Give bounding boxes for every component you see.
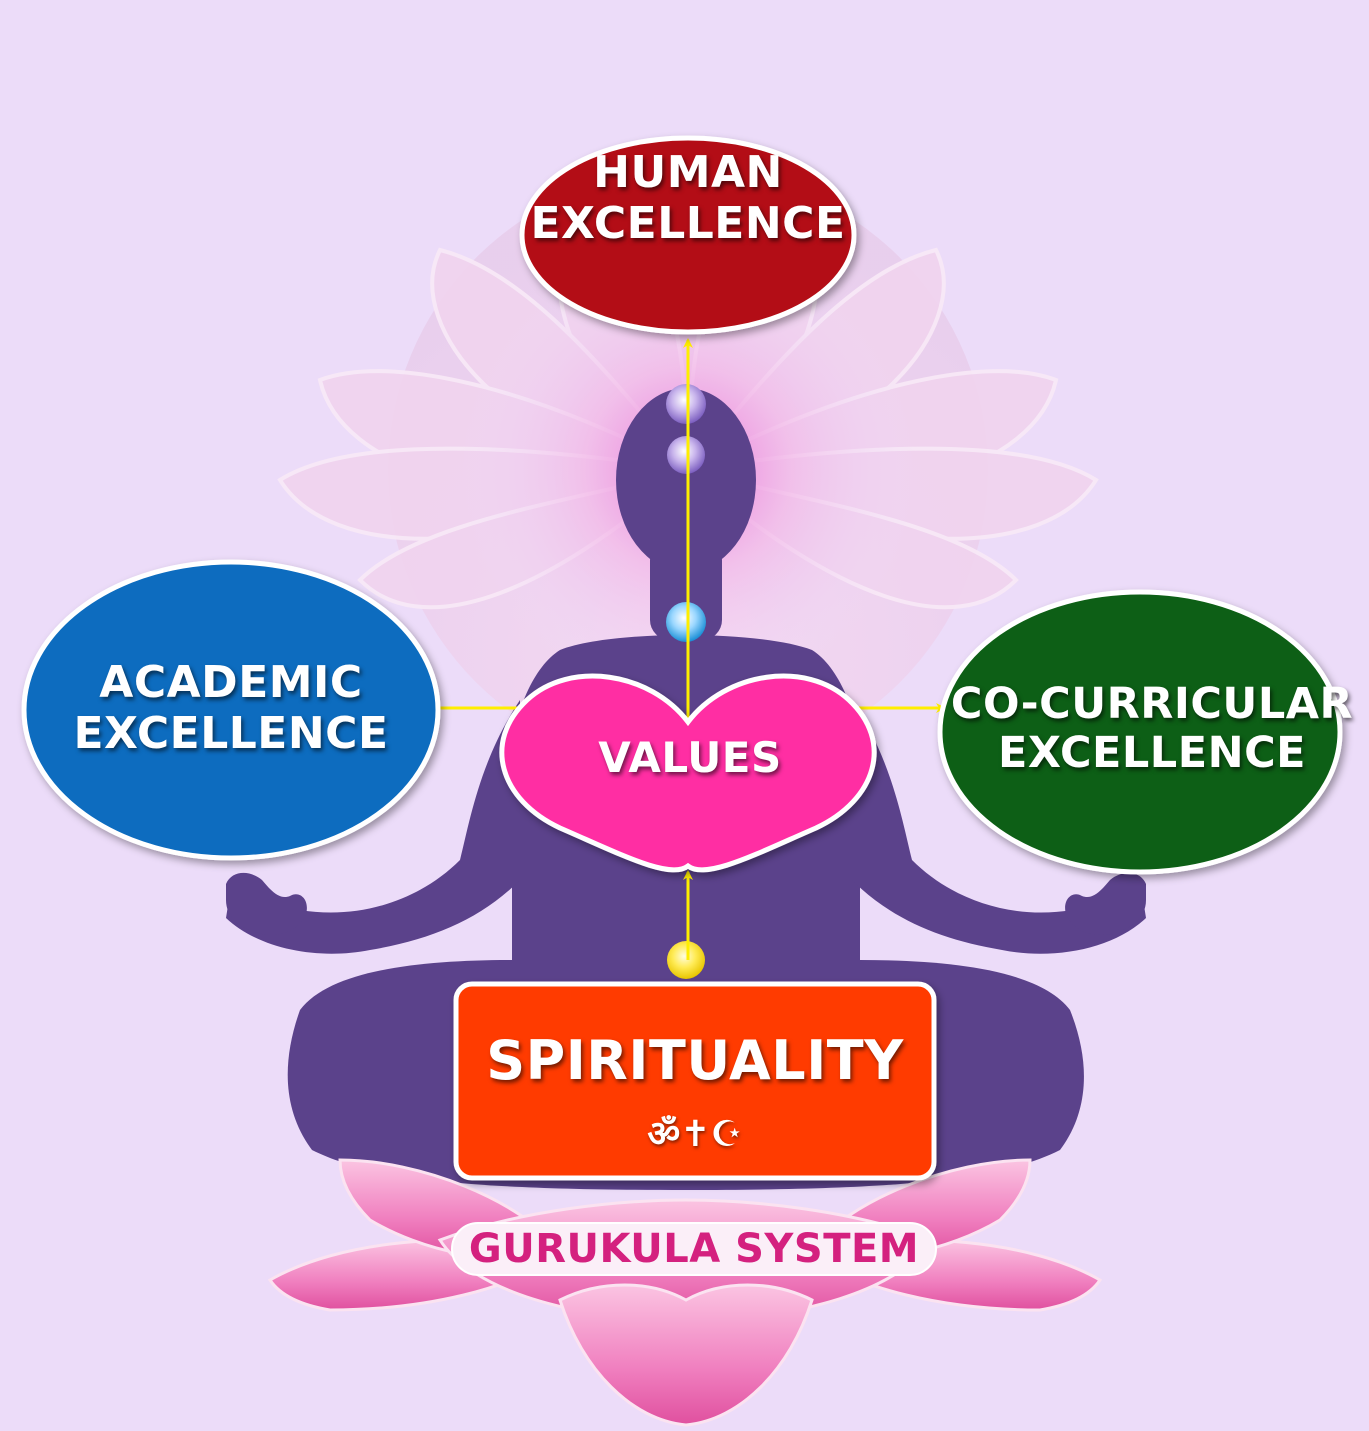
- academic-excellence-oval: [21, 559, 441, 861]
- co-curricular-excellence-line-1: CO-CURRICULAR: [950, 679, 1354, 729]
- solar-chakra-dot: [667, 941, 705, 979]
- academic-excellence-line-2: EXCELLENCE: [73, 707, 389, 759]
- human-excellence-line-2: EXCELLENCE: [530, 197, 846, 249]
- spirituality-box: [453, 981, 937, 1181]
- values-heart: [499, 673, 877, 873]
- human-excellence-label: HUMAN EXCELLENCE: [520, 147, 856, 249]
- human-excellence-line-1: HUMAN: [593, 147, 783, 198]
- human-excellence-oval: [519, 135, 857, 335]
- lotus-seat: [267, 1158, 1103, 1427]
- religious-symbols: ॐ✝☪: [647, 1114, 743, 1155]
- third-eye-chakra-dot: [667, 436, 705, 474]
- co-curricular-excellence-label: CO-CURRICULAR EXCELLENCE: [936, 679, 1368, 779]
- spirituality-label: SPIRITUALITY: [486, 1029, 904, 1092]
- throat-chakra-dot: [666, 602, 706, 642]
- co-curricular-excellence-line-2: EXCELLENCE: [997, 728, 1306, 779]
- crown-chakra-dot: [666, 384, 706, 424]
- gurukula-system-pill: [451, 1222, 937, 1276]
- co-curricular-excellence-oval: [937, 589, 1343, 875]
- academic-excellence-line-1: ACADEMIC: [99, 657, 363, 708]
- values-label: VALUES: [598, 733, 782, 782]
- gurukula-system-label: GURUKULA SYSTEM: [468, 1226, 920, 1272]
- academic-excellence-label: ACADEMIC EXCELLENCE: [22, 657, 440, 759]
